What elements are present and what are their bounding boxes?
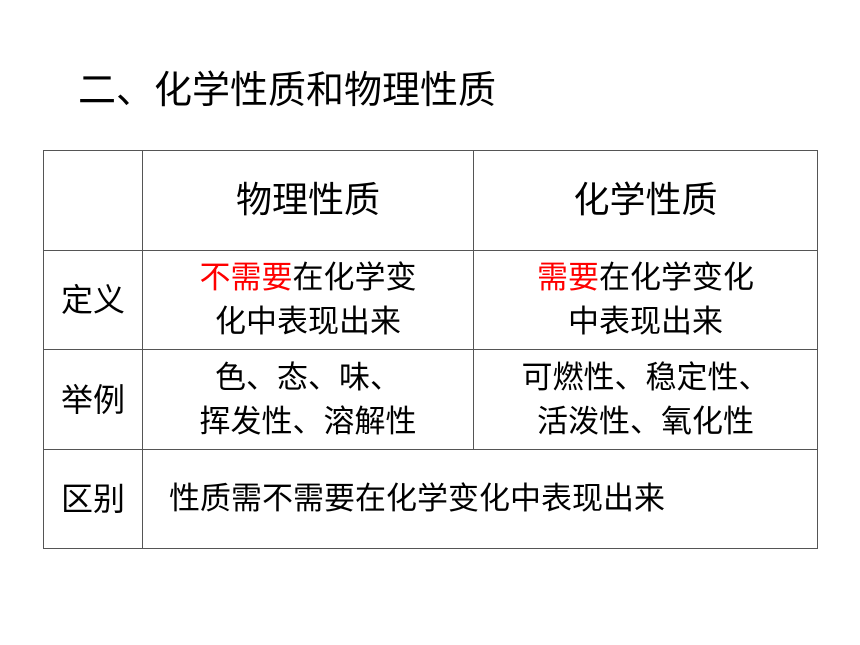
definition-chemical-highlight: 需要: [537, 260, 599, 296]
definition-physical-highlight: 不需要: [199, 260, 293, 296]
examples-chemical-cell: 可燃性、稳定性、 活泼性、氧化性: [473, 349, 818, 450]
examples-chemical-line1: 可燃性、稳定性、: [521, 359, 770, 396]
properties-table: 物理性质 化学性质 定义 不需要在化学变 化中表现出来 需要在化学变化 中表现出…: [43, 150, 818, 549]
examples-chemical-line2: 活泼性、氧化性: [537, 403, 754, 440]
slide-title: 二、化学性质和物理性质: [78, 68, 497, 112]
definition-chemical-line1: 需要在化学变化: [474, 256, 817, 300]
table-header-row: 物理性质 化学性质: [43, 150, 818, 251]
table-row-difference: 区别 性质需不需要在化学变化中表现出来: [43, 449, 818, 549]
definition-physical-line2: 化中表现出来: [215, 304, 401, 340]
row-label-definition: 定义: [43, 250, 143, 350]
header-chemical: 化学性质: [473, 150, 818, 251]
definition-chemical-line2: 中表现出来: [568, 304, 723, 340]
row-label-examples: 举例: [43, 349, 143, 450]
definition-physical-cell: 不需要在化学变 化中表现出来: [142, 250, 474, 350]
definition-chemical-rest: 在化学变化: [599, 260, 754, 296]
header-physical: 物理性质: [142, 150, 474, 251]
header-empty-cell: [43, 150, 143, 251]
examples-physical-cell: 色、态、味、 挥发性、溶解性: [142, 349, 474, 450]
difference-cell: 性质需不需要在化学变化中表现出来: [142, 449, 818, 549]
definition-chemical-cell: 需要在化学变化 中表现出来: [473, 250, 818, 350]
row-label-difference: 区别: [43, 449, 143, 549]
examples-physical-line2: 挥发性、溶解性: [199, 403, 417, 440]
table-row-definition: 定义 不需要在化学变 化中表现出来 需要在化学变化 中表现出来: [43, 250, 818, 350]
definition-physical-line1: 不需要在化学变: [143, 256, 473, 300]
table-row-examples: 举例 色、态、味、 挥发性、溶解性 可燃性、稳定性、 活泼性、氧化性: [43, 349, 818, 450]
examples-physical-line1: 色、态、味、: [215, 359, 401, 396]
definition-physical-rest: 在化学变: [292, 260, 417, 296]
